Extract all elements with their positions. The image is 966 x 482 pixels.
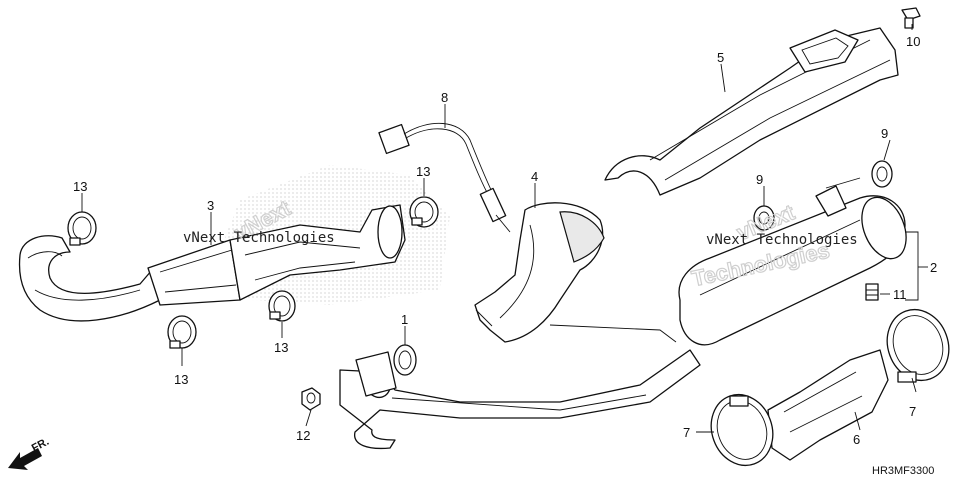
tail-cover-6 [767,349,889,461]
watermark-text-left: vNext Technologies [183,230,335,246]
arrow-icon [8,448,42,470]
diagram-code: HR3MF3300 [872,465,934,477]
leader-lines [81,24,928,433]
nut-12 [301,387,321,411]
callout-9[interactable]: 9 [756,172,763,187]
watermark-text-right: vNext Technologies [706,232,858,248]
muffler-2 [678,177,907,346]
callout-13[interactable]: 13 [416,164,430,179]
clamp-13-upper-left [67,211,97,246]
clamp-13-center [268,290,296,322]
heat-shield-4 [474,202,605,343]
callout-1[interactable]: 1 [401,312,408,327]
callout-13[interactable]: 13 [73,179,87,194]
exhaust-pipe-main [339,349,701,450]
callout-7[interactable]: 7 [683,425,690,440]
exhaust-pipe-3 [18,204,406,322]
muffler-cover-5 [604,27,899,196]
callout-13[interactable]: 13 [174,372,188,387]
o2-sensor-8 [378,122,511,233]
bolt-10 [901,7,921,29]
callout-6[interactable]: 6 [853,432,860,447]
callout-5[interactable]: 5 [717,50,724,65]
callout-4[interactable]: 4 [531,169,538,184]
callout-7[interactable]: 7 [909,404,916,419]
callout-12[interactable]: 12 [296,428,310,443]
clamp-7-left [710,393,774,467]
callout-11[interactable]: 11 [893,287,907,302]
clamp-13-lower-left [167,315,197,349]
callout-3[interactable]: 3 [207,198,214,213]
clamp-7-right [886,308,950,383]
callout-13[interactable]: 13 [274,340,288,355]
callout-2[interactable]: 2 [930,260,937,275]
grommet-9-upper [871,160,893,188]
gasket-1 [393,344,417,376]
callout-9[interactable]: 9 [881,126,888,141]
callout-10[interactable]: 10 [906,34,920,49]
plug-11 [865,283,879,301]
clamp-13-upper-right [409,196,439,228]
front-direction-indicator: FR. [8,436,51,470]
direction-label: FR. [30,436,51,455]
callout-8[interactable]: 8 [441,90,448,105]
callouts: 13 13 13 13 3 4 8 5 9 9 10 2 11 1 12 6 7… [73,34,937,447]
